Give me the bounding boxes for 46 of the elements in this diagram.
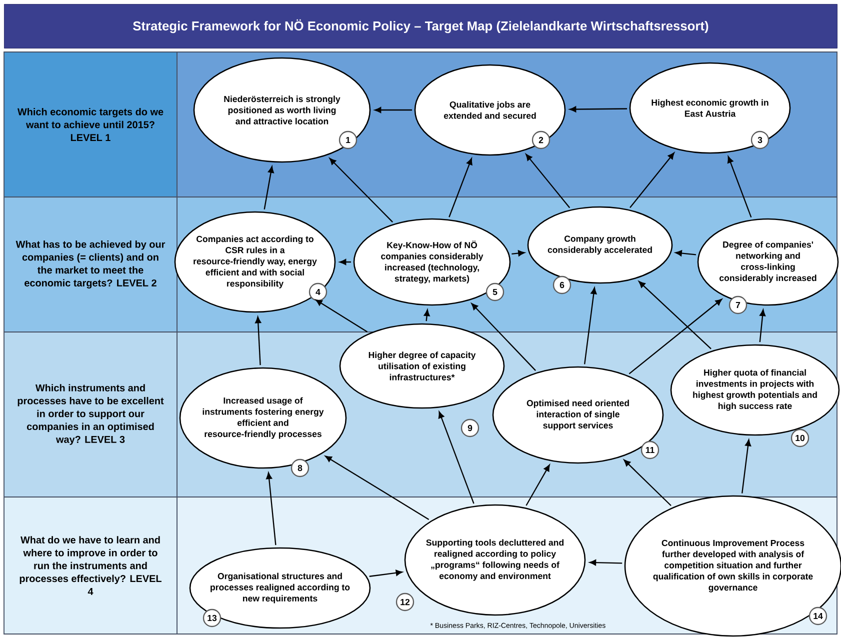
- number-badge: 12: [396, 592, 414, 612]
- arrow: [675, 250, 696, 256]
- number-badge: 4: [308, 282, 328, 302]
- arrow: [325, 456, 430, 520]
- arrow: [448, 158, 472, 218]
- arrow: [438, 411, 474, 504]
- number-badge: 13: [202, 608, 222, 628]
- arrow: [374, 107, 412, 113]
- number-badge: 2: [532, 130, 550, 150]
- arrow: [471, 303, 536, 371]
- number-badge: 10: [790, 428, 810, 448]
- number-badge: 9: [460, 418, 480, 438]
- number-badge: 6: [552, 276, 572, 294]
- arrow: [584, 287, 597, 364]
- arrow: [264, 166, 274, 210]
- arrow: [759, 309, 766, 342]
- number-badge: 8: [290, 458, 310, 478]
- arrow: [526, 464, 550, 506]
- arrow: [329, 158, 393, 222]
- title-bar: Strategic Framework for NÖ Economic Policy – Target Map (Zielelandkarte Wirtschaftsressort): [4, 4, 838, 48]
- level-question-cell: Which instruments and processes have to be excellent in order to support our companies in an optimised way? LEVEL 3: [4, 332, 178, 498]
- arrow: [742, 439, 752, 494]
- number-badge: 5: [486, 282, 504, 302]
- number-badge: 11: [640, 440, 660, 460]
- arrow: [727, 156, 752, 218]
- arrow: [340, 259, 352, 265]
- arrow: [589, 560, 622, 566]
- level-question-cell: What has to be achieved by our companies (= clients) and on the market to meet the economic targets? LEVEL 2: [4, 196, 178, 332]
- level-question-cell: Which economic targets do we want to achieve until 2015? LEVEL 1: [4, 52, 178, 198]
- arrow: [424, 309, 430, 322]
- arrow: [255, 316, 262, 366]
- number-badge: 14: [808, 606, 828, 626]
- arrow: [266, 472, 276, 546]
- arrow: [638, 281, 712, 350]
- level-question-cell: What do we have to learn and where to improve in order to run the instruments and processes effectively? LEVEL 4: [4, 496, 178, 634]
- number-badge: 1: [338, 130, 358, 150]
- arrow: [624, 460, 672, 506]
- arrow: [315, 299, 368, 332]
- number-badge: 3: [750, 130, 770, 150]
- arrow: [369, 570, 402, 577]
- number-badge: 7: [728, 296, 748, 314]
- arrow: [526, 154, 570, 208]
- arrow: [570, 106, 628, 112]
- arrow: [628, 298, 722, 374]
- arrow: [512, 250, 525, 256]
- arrow: [630, 152, 674, 208]
